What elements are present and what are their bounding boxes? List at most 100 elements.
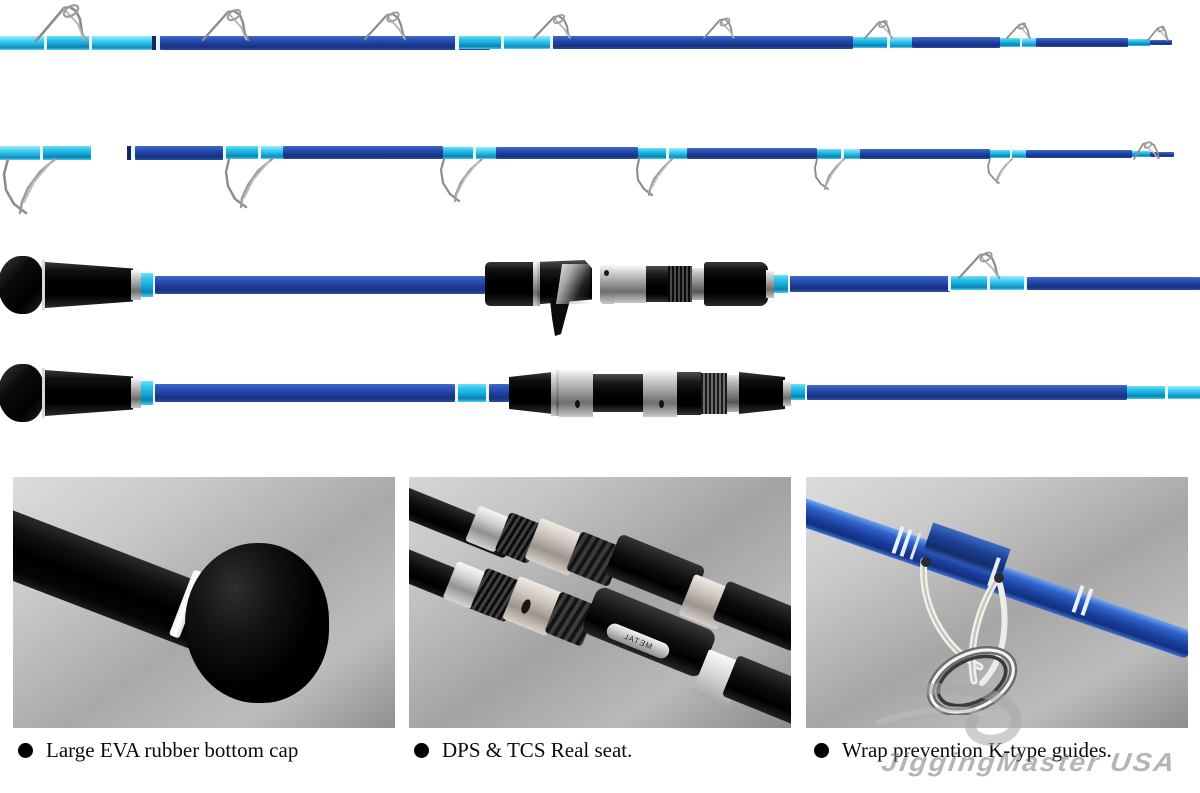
rod-blank-segment xyxy=(553,36,853,49)
wrap-band xyxy=(455,36,459,50)
wrap-band xyxy=(153,273,155,297)
guide-wrap-tip xyxy=(1132,151,1150,157)
photo-content xyxy=(13,477,395,728)
rod-blank-segment xyxy=(790,276,950,292)
rod-row-spinning-butt xyxy=(0,348,1200,458)
seat-port xyxy=(604,270,609,276)
guide-wrap xyxy=(261,146,283,159)
rod-blank-segment xyxy=(860,149,990,159)
wrap-band xyxy=(841,149,844,159)
k-type-guide-icon xyxy=(957,251,1001,280)
eva-grip-upper-end xyxy=(712,580,791,652)
eva-bottom-cap xyxy=(185,543,329,703)
wrap-band xyxy=(887,37,890,48)
wrap-band xyxy=(258,146,261,159)
wrap-band xyxy=(805,384,807,400)
guide-wrap xyxy=(504,36,552,49)
reel-seat-ring xyxy=(727,375,739,412)
guide-wrap xyxy=(951,276,989,290)
wrap-band xyxy=(788,275,790,293)
butt-wrap xyxy=(141,381,155,405)
guide-wrap xyxy=(844,149,860,159)
wrap-band xyxy=(156,36,160,50)
caption-guides: Wrap prevention K-type guides. xyxy=(814,738,1112,763)
eva-bottom-cap xyxy=(0,364,44,422)
guide-wrap-tip xyxy=(1127,386,1167,399)
guide-wrap-tip xyxy=(1168,386,1200,399)
guide-wrap xyxy=(43,146,91,160)
wrap-band xyxy=(455,384,458,402)
rod-blank-segment xyxy=(807,385,1127,400)
rod-blank-segment xyxy=(155,276,485,294)
guide-wrap xyxy=(1000,38,1022,47)
caption-reel-seat: DPS & TCS Real seat. xyxy=(414,738,632,763)
feature-photo-eva-cap xyxy=(13,477,395,728)
wrap-band xyxy=(44,36,47,50)
bullet-icon xyxy=(414,743,429,758)
wrap-band xyxy=(1024,276,1027,290)
grip-collar xyxy=(131,270,141,300)
wrap-band xyxy=(40,146,43,160)
caption-eva-cap: Large EVA rubber bottom cap xyxy=(18,738,298,763)
guide-wrap xyxy=(92,36,152,50)
k-type-guide-photo-icon xyxy=(920,557,1018,715)
seat-ring xyxy=(533,262,537,306)
guide-wrap-tip xyxy=(1128,39,1150,46)
guide-wrap xyxy=(0,36,46,50)
wrap-band xyxy=(89,36,92,50)
guide-wrap xyxy=(0,146,42,160)
wrap-band-dark xyxy=(127,146,131,160)
guide-wrap xyxy=(774,275,790,293)
eva-fore-grip xyxy=(485,262,537,306)
guide-wrap xyxy=(459,36,503,49)
wrap-band xyxy=(550,36,553,49)
wrap-band xyxy=(486,384,489,402)
wrap-band-dark xyxy=(152,36,156,50)
eva-rear-grip xyxy=(45,370,133,416)
wrap-band xyxy=(131,146,135,160)
seat-ring xyxy=(556,370,559,416)
butt-wrap xyxy=(791,384,807,400)
guide-wrap xyxy=(443,147,475,159)
rod-blank-segment xyxy=(489,384,509,402)
k-type-guide-icon xyxy=(201,8,250,42)
locking-nut-knurl xyxy=(701,373,727,414)
rod-blank-segment xyxy=(687,148,817,159)
k-type-guide-icon xyxy=(34,4,87,43)
guide-wrap xyxy=(853,37,889,48)
eva-bottom-cap xyxy=(0,256,44,314)
rod-blank-segment xyxy=(155,384,455,402)
wrap-band xyxy=(223,146,226,160)
reel-seat-barrel xyxy=(646,266,668,302)
seat-port xyxy=(659,400,664,408)
k-type-guide-icon xyxy=(439,158,484,203)
wrap-band xyxy=(473,147,476,159)
seat-highlight xyxy=(556,264,590,304)
caption-text: Wrap prevention K-type guides. xyxy=(842,738,1112,762)
guide-wrap xyxy=(817,149,843,159)
rod-blank-segment xyxy=(160,36,490,50)
seat-ring xyxy=(551,370,556,416)
rod-blank-segment xyxy=(1027,277,1200,290)
rod-blank-segment xyxy=(1026,150,1132,158)
dps-reel-seat-hood xyxy=(559,369,593,417)
guide-wrap xyxy=(1012,150,1026,158)
feature-photo-guides xyxy=(806,477,1188,728)
wrap-band xyxy=(501,36,504,49)
dps-reel-seat-collar xyxy=(643,370,677,417)
reel-seat-hood xyxy=(600,264,614,304)
rod-blank-segment xyxy=(912,37,1000,48)
wrap-band xyxy=(1165,386,1168,399)
seat-port xyxy=(575,400,580,408)
k-type-guide-icon xyxy=(814,158,845,190)
rod-blank-segment xyxy=(1036,38,1128,47)
k-type-guide-icon xyxy=(703,17,735,39)
k-type-guide-icon xyxy=(864,20,893,39)
wrap-band xyxy=(1010,150,1012,158)
eva-fore-grip xyxy=(704,262,768,306)
guide-wrap xyxy=(47,36,91,50)
k-type-guide-icon xyxy=(2,158,57,215)
grip-collar xyxy=(766,270,774,298)
guide-wrap xyxy=(638,148,668,159)
guide-wrap xyxy=(669,148,687,159)
